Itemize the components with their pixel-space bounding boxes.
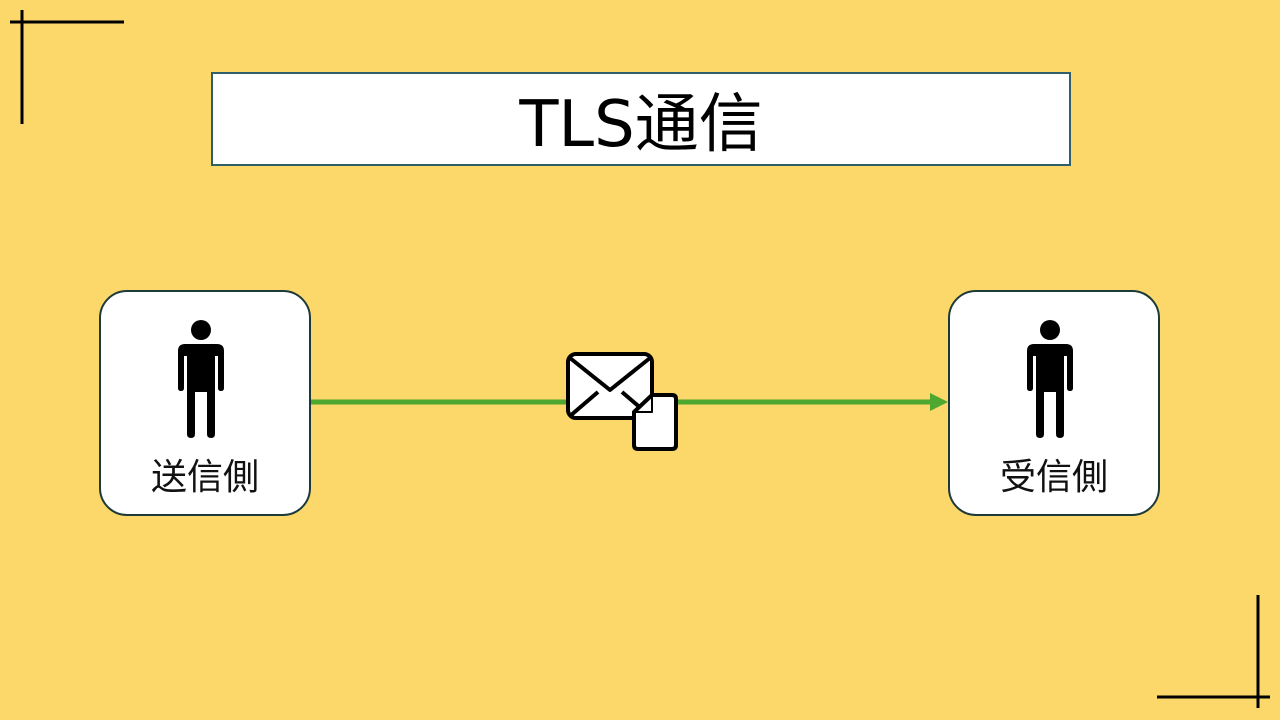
corner-bracket-top-left — [10, 10, 124, 124]
page-title: TLS通信 — [519, 88, 763, 162]
corner-bracket-bottom-right — [1157, 595, 1270, 708]
person-icon — [1027, 320, 1073, 438]
title-box: TLS通信 — [211, 72, 1071, 166]
receiver-node: 受信側 — [948, 290, 1160, 516]
person-icon — [178, 320, 224, 438]
receiver-label: 受信側 — [999, 457, 1108, 498]
sender-node: 送信側 — [99, 290, 311, 516]
mail-document-icon — [566, 352, 678, 451]
sender-label: 送信側 — [150, 457, 259, 498]
